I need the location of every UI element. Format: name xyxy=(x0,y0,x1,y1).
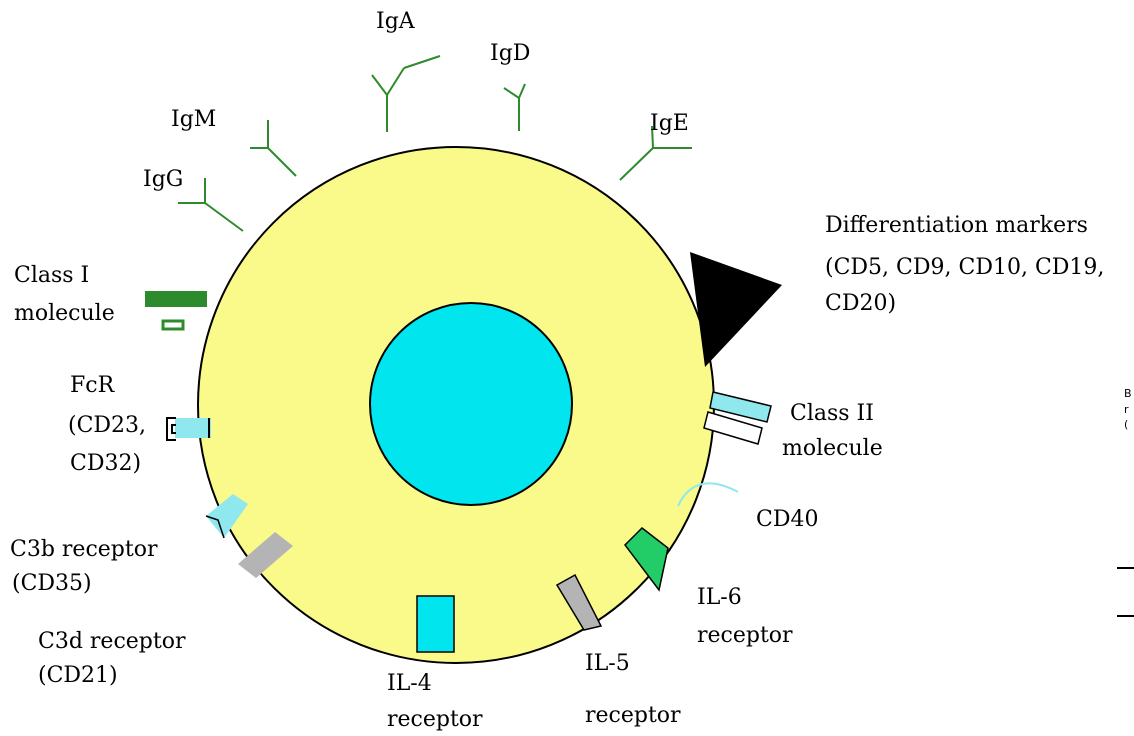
igd-antibody xyxy=(504,84,525,131)
c3b-label-line2: (CD35) xyxy=(12,571,92,596)
class2-label-line2: molecule xyxy=(782,436,883,461)
differentiation-markers-label-line3: CD20) xyxy=(825,291,896,316)
fcr-label-line2: (CD23, xyxy=(68,413,146,438)
c3d-label-line1: C3d receptor xyxy=(38,629,186,654)
c3d-label-line2: (CD21) xyxy=(38,663,118,688)
il6-label-line1: IL-6 xyxy=(697,585,742,610)
fcr-hook xyxy=(167,418,176,440)
il4-label-line2: receptor xyxy=(387,707,483,732)
il4-receptor xyxy=(417,596,454,652)
igm-label: IgM xyxy=(171,107,216,132)
fcr-bar xyxy=(175,418,211,438)
class1-label-line2: molecule xyxy=(14,301,115,326)
iga-label: IgA xyxy=(376,9,416,34)
class1-molecule-small xyxy=(163,321,183,329)
cd40-label: CD40 xyxy=(756,507,818,532)
igg-label: IgG xyxy=(143,167,183,192)
fcr-label-line3: CD32) xyxy=(70,451,141,476)
c3b-label-line1: C3b receptor xyxy=(10,537,158,562)
igm-antibody xyxy=(250,120,296,176)
cut-off-text-line1: B xyxy=(1124,387,1132,400)
cut-off-text-line2: r xyxy=(1124,403,1129,416)
differentiation-marker-wedge xyxy=(690,252,782,367)
il5-label-line2: receptor xyxy=(585,703,681,728)
il5-label-line1: IL-5 xyxy=(585,651,630,676)
igg-antibody xyxy=(178,178,243,231)
class1-label-line1: Class I xyxy=(14,263,89,288)
iga-antibody xyxy=(372,56,440,132)
fcr-label-line1: FcR xyxy=(70,373,116,398)
igd-label: IgD xyxy=(490,41,530,66)
cell-nucleus xyxy=(370,303,572,505)
il6-label-line2: receptor xyxy=(697,623,793,648)
class1-molecule-bar xyxy=(145,291,207,307)
differentiation-markers-label-line1: Differentiation markers xyxy=(825,213,1088,238)
differentiation-markers-label-line2: (CD5, CD9, CD10, CD19, xyxy=(825,255,1104,280)
class2-label-line1: Class II xyxy=(790,401,874,426)
cut-off-text-line3: ( xyxy=(1124,418,1128,431)
ige-label: IgE xyxy=(650,111,689,136)
il4-label-line1: IL-4 xyxy=(387,671,432,696)
